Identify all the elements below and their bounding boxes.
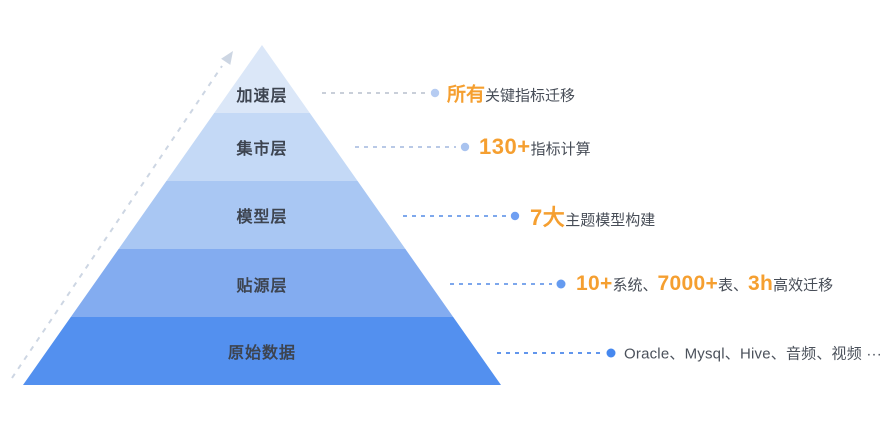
connector-dot <box>606 348 616 358</box>
annotation-text: Oracle、Mysql、Hive、音频、视频 ··· <box>624 345 882 363</box>
connector-mart <box>355 142 470 152</box>
annotation-text: 关键指标迁移 <box>485 87 576 105</box>
connector-rawdata <box>497 348 616 358</box>
annotation-text: 主题模型构建 <box>565 212 656 229</box>
layer-label-model: 模型层 <box>236 209 288 226</box>
layer-label-rawdata: 原始数据 <box>227 345 297 362</box>
annotation-highlight: 130+ <box>479 134 531 159</box>
growth-arrow-head <box>221 51 233 65</box>
annotation-model: 7大 主题模型构建 <box>530 200 655 232</box>
connector-model <box>403 211 520 221</box>
connector-dot <box>556 279 566 289</box>
connector-source <box>450 279 566 289</box>
connector-dot <box>430 88 440 98</box>
layer-label-mart: 集市层 <box>236 141 288 158</box>
annotation-highlight: 7大 <box>530 205 566 230</box>
connector-acceleration <box>322 88 440 98</box>
layer-label-acceleration: 加速层 <box>236 88 288 105</box>
connector-dot <box>510 211 520 221</box>
connector-dot <box>460 142 470 152</box>
annotation-highlight: 所有 <box>447 84 486 106</box>
growth-arrow-line <box>11 65 223 379</box>
layer-label-source: 贴源层 <box>236 278 288 295</box>
pyramid-layer-source <box>70 249 454 317</box>
annotation-rawdata: Oracle、Mysql、Hive、音频、视频 ··· <box>624 343 882 364</box>
annotation-source: 10+ 系统、 7000+ 表、 3h 高效迁移 <box>576 272 833 296</box>
annotation-text: 高效迁移 <box>773 277 834 294</box>
pyramid-layer-acceleration <box>214 45 310 113</box>
pyramid-layer-mart <box>166 113 358 181</box>
annotation-text: 指标计算 <box>530 141 591 158</box>
growth-arrow <box>11 51 233 379</box>
annotation-text: 表、 <box>718 277 749 294</box>
annotation-text: 系统、 <box>612 277 658 294</box>
pyramid-layer-model <box>118 181 406 249</box>
annotation-mart: 130+ 指标计算 <box>479 134 591 160</box>
pyramid-layer-rawdata <box>23 317 501 385</box>
annotation-acceleration: 所有 关键指标迁移 <box>447 80 575 107</box>
annotation-highlight: 10+ <box>576 272 613 295</box>
annotation-highlight: 7000+ <box>657 272 719 295</box>
annotation-highlight: 3h <box>748 272 774 295</box>
